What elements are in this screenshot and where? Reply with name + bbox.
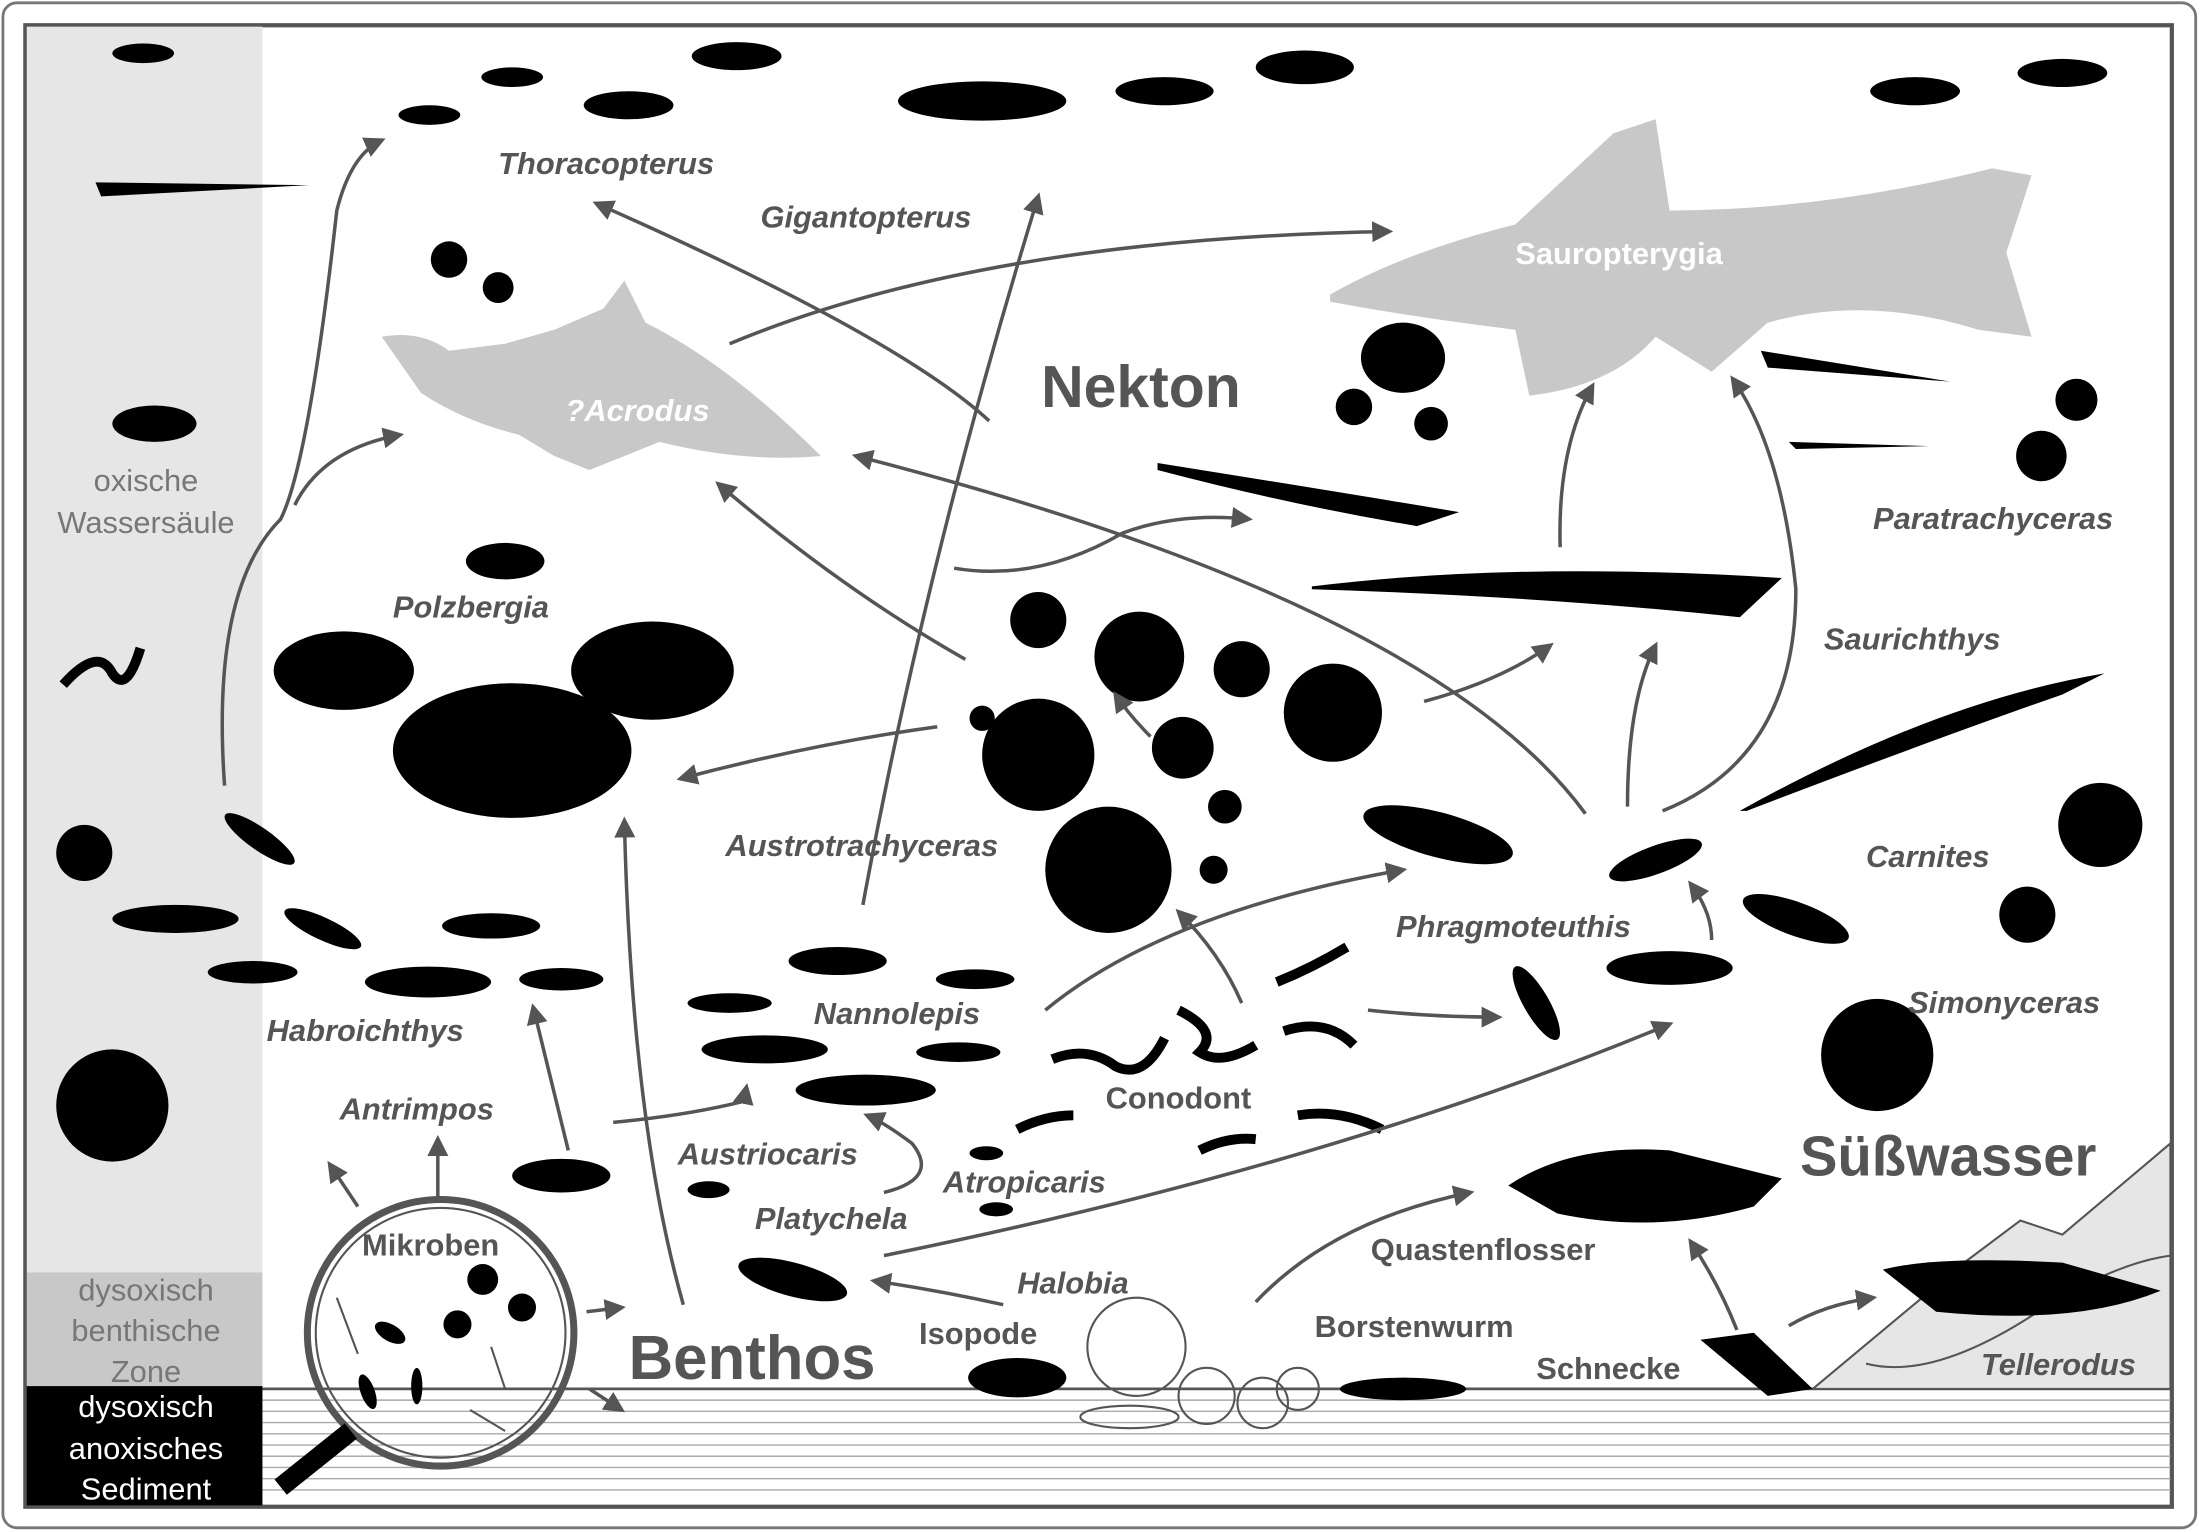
sediment-layers xyxy=(262,1387,2171,1491)
gigantopterus-icon xyxy=(897,81,1067,121)
saurichthys-icon xyxy=(1311,571,1782,618)
label-platychela: Platychela xyxy=(755,1201,908,1236)
label-schnecke: Schnecke xyxy=(1536,1351,1680,1386)
label-halobia: Halobia xyxy=(1017,1266,1128,1301)
phragmoteuthis-icon xyxy=(1363,805,1513,865)
nannolepis-icon xyxy=(788,946,887,976)
zone-oxic-line2: Wassersäule xyxy=(57,505,234,540)
sediment-band xyxy=(26,1386,263,1506)
label-phragmoteuthis: Phragmoteuthis xyxy=(1396,909,1631,944)
polzbergia-icon xyxy=(273,631,414,710)
carnites-icon xyxy=(2058,782,2143,868)
conodont-icon xyxy=(1015,942,1385,1155)
label-polzbergia: Polzbergia xyxy=(393,589,549,624)
label-nannolepis: Nannolepis xyxy=(814,996,980,1031)
benthos-label: Benthos xyxy=(629,1324,876,1393)
habroichthys-icon xyxy=(112,904,239,933)
antrimpos-icon xyxy=(512,1158,611,1193)
trophic-arrows xyxy=(220,137,1878,1413)
label-mikroben: Mikroben xyxy=(362,1228,499,1263)
simonyceras-icon xyxy=(1821,998,1934,1112)
zone-sediment-line2: anoxisches xyxy=(69,1431,223,1466)
tellerodus-icon xyxy=(1882,1260,2161,1316)
label-austrotrachyceras: Austrotrachyceras xyxy=(724,828,998,863)
schnecke-icon xyxy=(1700,1332,1813,1396)
zone-sediment-line1: dysoxisch xyxy=(78,1389,214,1424)
organism-silhouettes xyxy=(56,42,2161,1430)
label-tellerodus: Tellerodus xyxy=(1981,1347,2136,1382)
isopode-icon xyxy=(968,1358,1067,1398)
thoracopterus-icon xyxy=(398,105,461,125)
zone-benthic-line3: Zone xyxy=(111,1354,181,1389)
microbe-magnifier-icon xyxy=(274,1195,578,1495)
label-sauropterygia: Sauropterygia xyxy=(1515,236,1723,271)
label-habroichthys: Habroichthys xyxy=(267,1013,464,1048)
acrodus-silhouette xyxy=(381,280,821,470)
eel-icon xyxy=(59,646,146,688)
needle-fish-icon xyxy=(95,182,309,197)
label-carnites: Carnites xyxy=(1866,839,1989,874)
label-simonyceras: Simonyceras xyxy=(1908,985,2100,1020)
freshwater-label: Süßwasser xyxy=(1800,1125,2096,1188)
quastenflosser-icon xyxy=(1508,1149,1782,1223)
fish-icon xyxy=(112,405,197,442)
zone-benthic-line1: dysoxisch xyxy=(78,1273,214,1308)
label-borstenwurm: Borstenwurm xyxy=(1315,1309,1514,1344)
label-saurichthys: Saurichthys xyxy=(1824,622,2001,657)
label-paratrachyceras: Paratrachyceras xyxy=(1873,501,2113,536)
nekton-label: Nekton xyxy=(1041,355,1241,420)
zone-benthic-line2: benthische xyxy=(71,1313,220,1348)
label-austriocaris: Austriocaris xyxy=(677,1136,858,1171)
flying-fish-icon xyxy=(112,43,175,64)
benthic-band xyxy=(26,1272,263,1387)
zone-sediment-line3: Sediment xyxy=(81,1472,212,1507)
label-atropicaris: Atropicaris xyxy=(942,1164,1106,1199)
nautilus-icon xyxy=(56,1049,169,1162)
label-conodont: Conodont xyxy=(1106,1080,1252,1115)
halobia-icon xyxy=(1079,1296,1320,1430)
ammonite-icon xyxy=(430,241,468,278)
atropicaris-icon xyxy=(979,1202,1014,1217)
austriocaris-icon xyxy=(687,1181,730,1199)
zone-oxic-line1: oxische xyxy=(94,463,199,498)
austrotrachyceras-icon xyxy=(1010,592,1067,649)
borstenwurm-icon xyxy=(1339,1377,1467,1401)
label-gigantopterus: Gigantopterus xyxy=(760,199,971,234)
label-quastenflosser: Quastenflosser xyxy=(1371,1232,1596,1267)
platychela-icon xyxy=(738,1257,848,1302)
label-antrimpos: Antrimpos xyxy=(339,1092,494,1127)
paratrachyceras-icon xyxy=(1360,322,1446,393)
label-acrodus: ?Acrodus xyxy=(565,393,709,428)
label-thoracopterus: Thoracopterus xyxy=(498,146,714,181)
sauropterygia-silhouette xyxy=(1330,119,2032,396)
label-isopode: Isopode xyxy=(919,1316,1037,1351)
